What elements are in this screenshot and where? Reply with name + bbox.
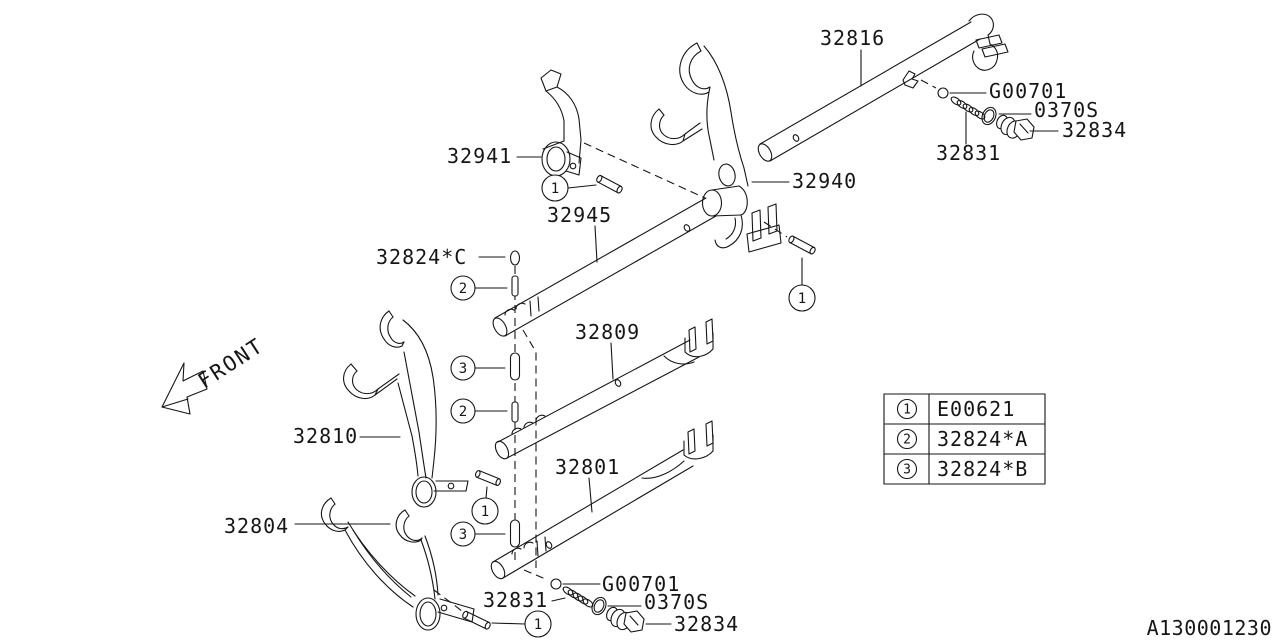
callout-3-lower: 3 (451, 522, 505, 546)
leader-32945 (595, 226, 597, 262)
label-0370s-top: 0370S (1034, 98, 1099, 122)
leader-32831-bottom (552, 598, 565, 601)
rod-hole (545, 541, 553, 550)
pin-32941 (596, 175, 624, 194)
shift-gate (512, 548, 521, 554)
svg-text:3: 3 (459, 361, 467, 377)
pin-32940 (788, 235, 816, 255)
legend-row-1: 1 E00621 (898, 397, 1015, 421)
plunger-32824b (511, 353, 520, 380)
svg-text:3: 3 (459, 527, 467, 543)
ball-32824c (511, 251, 520, 265)
legend-row-3: 3 32824*B (898, 457, 1028, 481)
label-rod-32816: 32816 (820, 26, 885, 50)
label-32809: 32809 (575, 320, 640, 344)
svg-text:2: 2 (459, 281, 467, 297)
detent-set-bottom (551, 579, 671, 632)
label-g00701-top: G00701 (989, 79, 1067, 103)
legend-part-1: E00621 (937, 397, 1015, 421)
plunger-32824b (511, 520, 520, 547)
legend-table: 1 E00621 2 32824*A 3 32824*B (884, 394, 1045, 484)
label-32834-bottom: 32834 (674, 612, 739, 636)
label-32831-top: 32831 (936, 141, 1001, 165)
callout-2-upper: 2 (451, 276, 507, 300)
svg-text:3: 3 (903, 463, 911, 478)
label-32940: 32940 (792, 169, 857, 193)
rod-32801 (488, 421, 713, 581)
svg-text:1: 1 (481, 504, 489, 520)
rod-hole (792, 134, 800, 143)
label-32941: 32941 (447, 144, 512, 168)
rod-32816 (755, 14, 1008, 163)
shift-gate (524, 542, 533, 548)
spring-32831-bottom (562, 585, 594, 608)
oring-0370s-bottom (589, 595, 608, 617)
oring-0370s-top (979, 105, 998, 127)
fork-32940 (651, 43, 789, 252)
fork-32810 (344, 311, 468, 507)
callout-1-fork32810: 1 (472, 487, 498, 524)
callout-3-upper: 3 (451, 356, 505, 380)
shift-gate (505, 309, 514, 315)
shift-gate (536, 415, 545, 421)
leader-32801 (589, 478, 592, 512)
label-0370s-bottom: 0370S (644, 590, 709, 614)
svg-text:1: 1 (903, 403, 911, 418)
leader-32809 (611, 343, 613, 379)
rod-hole (614, 379, 622, 388)
pin-32824a (512, 402, 518, 422)
shift-gate (512, 428, 521, 434)
spring-32831-top (950, 95, 986, 120)
label-32801: 32801 (555, 455, 620, 479)
legend-row-2: 2 32824*A (898, 427, 1028, 451)
ball-g00701-bottom (551, 579, 561, 589)
front-arrow (162, 363, 207, 414)
rod-end-claw (969, 14, 998, 70)
label-32834-top: 32834 (1062, 118, 1127, 142)
plug-32834-top (995, 114, 1034, 141)
rod-hole (683, 224, 691, 233)
fork-32941 (517, 70, 581, 176)
svg-text:2: 2 (903, 433, 911, 448)
fork-32804 (295, 498, 474, 630)
pin-32804 (462, 611, 492, 630)
pin-32824a (512, 276, 518, 296)
callout-1-fork32804: 1 (492, 611, 551, 637)
shift-gate (516, 303, 525, 309)
label-32804: 32804 (224, 514, 289, 538)
detent-notch (903, 71, 918, 88)
callout-1-fork32941: 1 (542, 175, 596, 201)
svg-text:2: 2 (459, 404, 467, 420)
detent-column (479, 251, 520, 547)
rod-32809 (493, 319, 713, 461)
svg-text:1: 1 (798, 291, 806, 307)
callout-1-fork32940: 1 (789, 258, 815, 311)
rod-32945 (490, 198, 716, 338)
label-32810: 32810 (293, 424, 358, 448)
fork-boss (412, 477, 436, 507)
ball-g00701-top (938, 88, 948, 98)
legend-part-3: 32824*B (937, 457, 1028, 481)
pin-32810 (475, 470, 502, 486)
label-32945: 32945 (547, 203, 612, 227)
shift-gate (524, 422, 533, 428)
svg-text:1: 1 (534, 617, 542, 633)
fork-boss (416, 598, 440, 630)
label-g00701-bottom: G00701 (602, 572, 680, 596)
plug-32834-bottom (605, 606, 644, 632)
callout-2-lower: 2 (451, 399, 507, 423)
label-32824c: 32824*C (376, 245, 467, 269)
svg-text:1: 1 (551, 181, 559, 197)
fork-hole (717, 163, 737, 188)
legend-part-2: 32824*A (937, 427, 1028, 451)
detent-set-top (938, 88, 1058, 144)
label-32831-bottom: 32831 (483, 588, 548, 612)
drawing-number: A130001230 (1147, 616, 1272, 640)
